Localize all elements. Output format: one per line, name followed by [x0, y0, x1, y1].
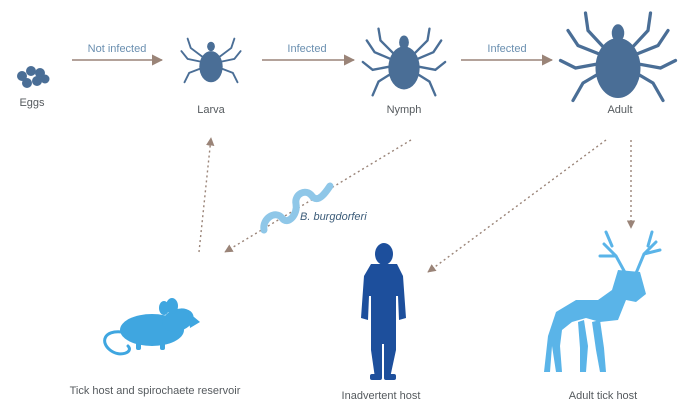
label-pathogen: B. burgdorferi	[300, 211, 367, 223]
dotted-arrow-adult-to-human	[428, 140, 606, 272]
label-eggs: Eggs	[19, 97, 44, 110]
label-larva: Larva	[197, 104, 225, 117]
label-adult: Adult	[607, 104, 632, 117]
reindeer-icon	[544, 232, 660, 372]
nymph-tick-icon	[363, 29, 445, 96]
human-icon	[361, 243, 406, 380]
label-human-host: Inadvertent host	[342, 390, 421, 403]
label-infected-nymph-adult: Infected	[487, 43, 526, 56]
larva-tick-icon	[181, 39, 240, 83]
mouse-icon	[105, 298, 200, 354]
label-infected-larva-nymph: Infected	[287, 43, 326, 56]
label-not-infected: Not infected	[88, 43, 147, 56]
label-deer-host: Adult tick host	[569, 390, 637, 403]
eggs-icon	[17, 66, 50, 88]
adult-tick-icon	[561, 13, 676, 101]
dotted-arrow-rodent-to-larva	[199, 138, 211, 252]
label-nymph: Nymph	[387, 104, 422, 117]
label-rodent-host: Tick host and spirochaete reservoir	[65, 385, 245, 398]
